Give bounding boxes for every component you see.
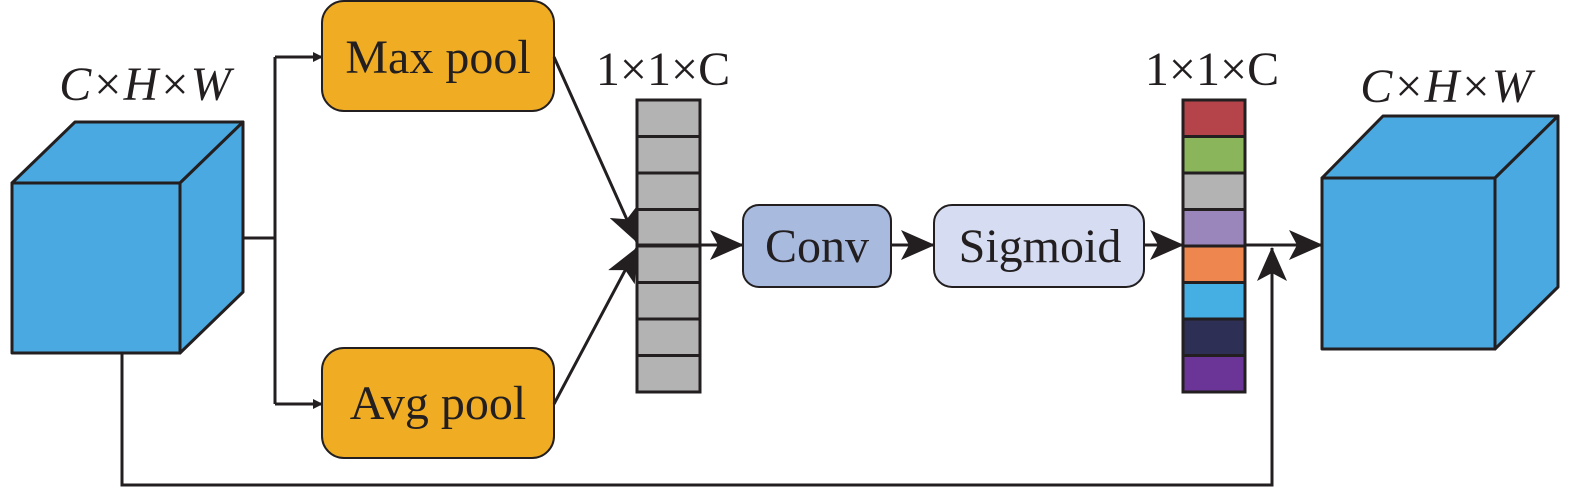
avg-pool-node: Avg pool [321,347,555,459]
input-feature-cube [10,120,245,355]
avg-pool-label: Avg pool [350,377,526,430]
pooled-vector-cell-2 [635,135,702,175]
weight-dims-label: 1×1×C [1145,43,1279,96]
output-feature-cube [1320,114,1560,351]
pool-to-vector-connectors [552,56,639,405]
pooled-vector-cell-6 [635,281,702,321]
weight-vector-cell-3 [1181,171,1247,211]
branch-connectors [243,52,323,409]
pooled-vector-cell-7 [635,317,702,357]
weight-vector-cell-5 [1181,244,1247,284]
max-pool-node: Max pool [321,0,555,112]
sigmoid-label: Sigmoid [959,220,1122,273]
pooled-vector-cell-4 [635,208,702,248]
weight-vector-cell-4 [1181,208,1247,248]
max-pool-label: Max pool [345,31,530,84]
sigmoid-node: Sigmoid [933,204,1145,288]
weight-vector-cell-2 [1181,135,1247,175]
conv-node: Conv [742,204,892,288]
pooled-dims-label: 1×1×C [596,43,730,96]
pooled-vector-cell-8 [635,354,702,394]
input-dims-label: C×H×W [59,58,234,111]
attention-weight-vector [1181,98,1247,394]
pooled-vector-cell-1 [635,98,702,138]
pooled-vector-cell-3 [635,171,702,211]
weight-vector-cell-6 [1181,281,1247,321]
weight-vector-cell-8 [1181,354,1247,394]
pooled-vector-cell-5 [635,244,702,284]
skip-connection [120,247,1287,487]
output-dims-label: C×H×W [1360,60,1535,113]
weight-vector-cell-7 [1181,317,1247,357]
conv-label: Conv [765,220,869,273]
weight-vector-cell-1 [1181,98,1247,138]
